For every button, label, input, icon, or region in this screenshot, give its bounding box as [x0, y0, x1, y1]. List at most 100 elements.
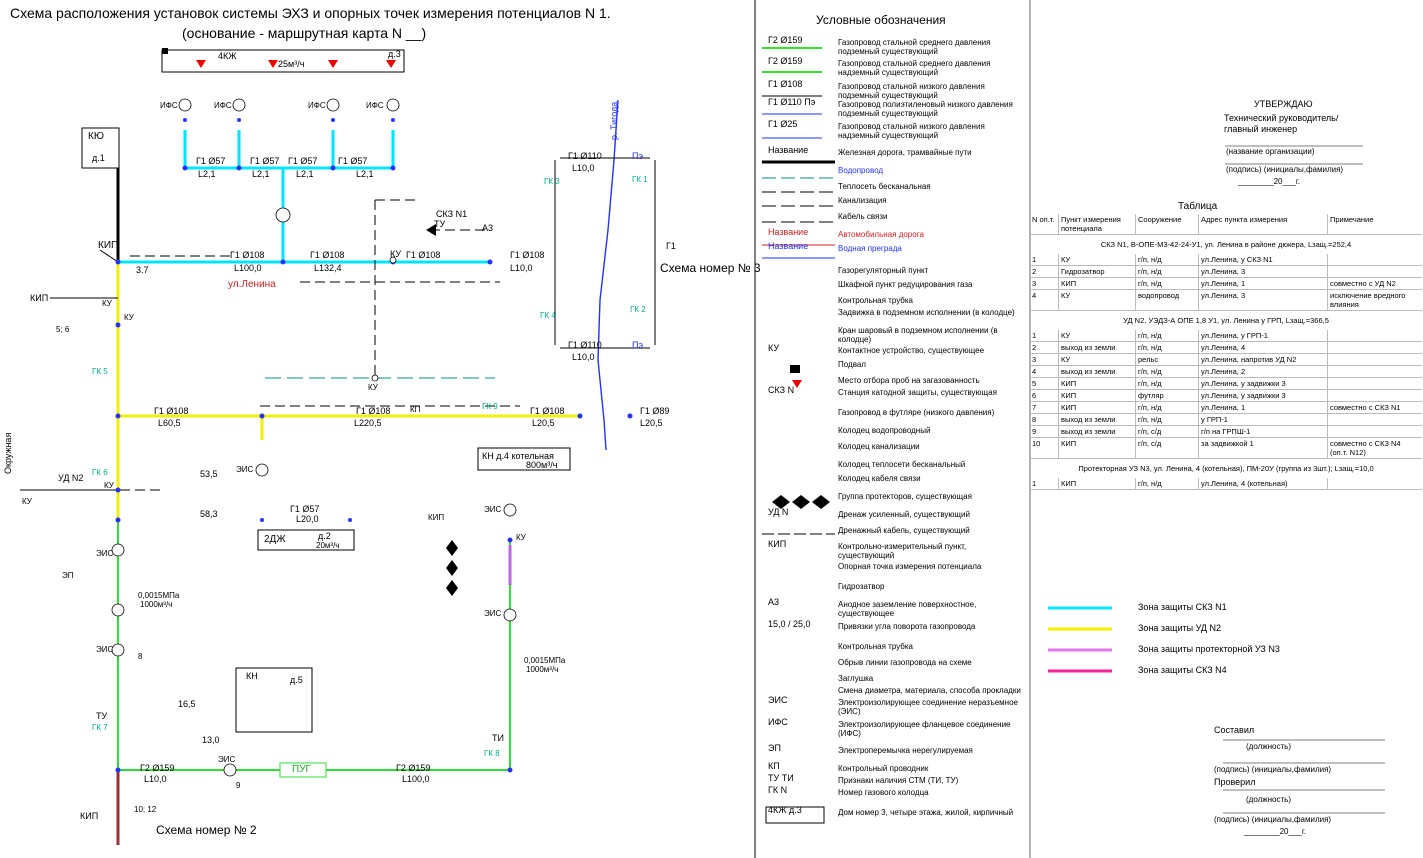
pipe-length: L132,4 — [314, 263, 342, 273]
gk-label: ГК 6 — [92, 468, 108, 477]
scheme2-link[interactable]: Схема номер № 2 — [156, 823, 257, 837]
table-cell: г/п, н/д — [1135, 254, 1199, 266]
zone-ud2-lines — [116, 262, 580, 520]
dist-label: 53,5 — [200, 469, 218, 479]
table-cell: КИП — [1058, 377, 1136, 390]
table-cell: г/п, н/д — [1135, 401, 1199, 414]
table-cell — [1327, 353, 1422, 366]
ref-label: 9 — [236, 781, 241, 790]
legend-item-15: Задвижка в подземном исполнении (в колод… — [838, 308, 1015, 317]
house-rate: 20м³/ч — [316, 541, 340, 550]
tu-label: ТУ — [434, 219, 446, 229]
pe-pipe-length: L10,0 — [572, 352, 595, 362]
legend-item-6: Водопровод — [838, 166, 884, 175]
pipe-label: Г1 Ø108 — [356, 406, 391, 416]
house-number: д.2 — [318, 531, 331, 541]
ku-label: КУ — [102, 299, 112, 308]
legend-symbol-41: КП — [768, 761, 780, 771]
ku-label: КУ — [516, 533, 526, 542]
gk-label: ГК 2 — [630, 305, 646, 314]
signoff-sign: (подпись) (инициалы,фамилия) — [1214, 765, 1332, 774]
house-kn5-box — [235, 667, 313, 733]
approve-line2: главный инженер — [1224, 124, 1298, 134]
legend-item-3: Газопровод полиэтиленовый низкого давлен… — [838, 100, 1013, 118]
table-cell — [1327, 413, 1422, 426]
table-cell: КИП — [1058, 401, 1136, 414]
legend-item-43: Номер газового колодца — [838, 788, 929, 797]
ifs-label: ИФС — [366, 101, 384, 110]
distance-label: 3.7 — [136, 265, 149, 275]
pressure-label: 0,0015МПа — [524, 656, 566, 665]
ku-label: КУ — [22, 497, 32, 506]
legend-item-27: Дренаж усиленный, существующий — [838, 510, 970, 519]
ku-label: КУ — [124, 313, 134, 322]
legend-symbol-42: ТУ ТИ — [768, 773, 794, 783]
legend-item-26: Группа протекторов, существующая — [838, 492, 972, 501]
table-cell: выход из земли — [1058, 341, 1136, 354]
pressure-label: 0,0015МПа — [138, 591, 180, 600]
pipe-label: Г1 Ø89 — [640, 406, 670, 416]
legend-item-2: Газопровод стальной низкого давления под… — [838, 82, 985, 100]
table-group-caption: УД N2, УЭДЗ-А ОПЕ 1,8 У1, ул. Ленина у Г… — [1123, 316, 1329, 325]
ref-label: 5; 6 — [56, 325, 70, 334]
legend-item-18: Подвал — [838, 360, 866, 369]
signoff-sign2: (подпись) (инициалы,фамилия) — [1214, 815, 1332, 824]
table-cell: 8 — [1030, 413, 1059, 426]
gk-label: ГК 8 — [484, 749, 500, 758]
table-cell: рельс — [1135, 353, 1199, 366]
table-cell: г/п, н/д — [1135, 265, 1199, 278]
legend-item-25: Колодец кабеля связи — [838, 474, 921, 483]
pipe-length: L20,0 — [296, 514, 319, 524]
legend-symbol-11: Название — [768, 241, 809, 251]
gk-label: ГК 5 — [92, 367, 108, 376]
table-cell: ул.Ленина, 1 — [1198, 401, 1328, 414]
skz-label: СКЗ N1 — [436, 209, 468, 219]
street-okr: Окружная — [3, 432, 13, 474]
table-cell: ул.Ленина, 3 — [1198, 289, 1328, 311]
pipe-label: Г1 Ø108 — [530, 406, 565, 416]
approve-title: УТВЕРЖДАЮ — [1254, 99, 1313, 109]
measurement-table: N оп.т. Пункт измерения потенциала Соору… — [1030, 214, 1422, 490]
table-title: Таблица — [1178, 201, 1218, 212]
gk-label: ГК 9 — [482, 402, 498, 411]
legend-item-23: Колодец канализации — [838, 442, 920, 451]
house-4kzh-box — [161, 49, 405, 73]
table-cell: футляр — [1135, 389, 1199, 402]
legend-symbol-32: А3 — [768, 597, 780, 607]
pipe-label: Г1 Ø57 — [288, 156, 318, 166]
table-cell: выход из земли — [1058, 365, 1136, 378]
legend-symbol-38: ЭИС — [768, 695, 788, 705]
table-cell: за задвижкой 1 — [1198, 437, 1328, 459]
legend-item-28: Дренажный кабель, существующий — [838, 526, 970, 535]
table-cell: ул.Ленина, напротив УД N2 — [1198, 353, 1328, 366]
legend-item-16: Кран шаровый в подземном исполнении (в к… — [838, 326, 998, 344]
legend-item-31: Гидрозатвор — [838, 582, 885, 591]
gk-label: ГК 4 — [540, 311, 556, 320]
approve-date: ________20___г. — [1238, 177, 1301, 186]
anode-label: А3 — [482, 223, 494, 233]
pipe-length: L2,1 — [356, 169, 374, 179]
table-cell: КУ — [1058, 289, 1136, 311]
table-cell: г/п, н/д — [1135, 330, 1199, 342]
ku-label: КУ — [104, 481, 114, 490]
table-cell: КУ — [1058, 254, 1136, 266]
pe-pipe-label: Г1 Ø110 — [568, 340, 602, 350]
river-label: р. Тигода — [609, 101, 619, 140]
legend-item-30: Опорная точка измерения потенциала — [838, 562, 982, 571]
legend-symbol-10: Название — [768, 227, 809, 237]
pipe-length: L220,5 — [354, 418, 382, 428]
scheme3-link[interactable]: Схема номер № 3 — [660, 261, 761, 275]
table-cell: ул.Ленина, у задвижки 3 — [1198, 377, 1328, 390]
legend-symbol-39: ИФС — [768, 717, 788, 727]
approve-org: (название организации) — [1226, 147, 1315, 156]
house-rate: 800м³/ч — [526, 460, 558, 470]
legend-item-10: Автомобильная дорога — [838, 230, 924, 239]
table-cell: КИП — [1058, 478, 1136, 490]
